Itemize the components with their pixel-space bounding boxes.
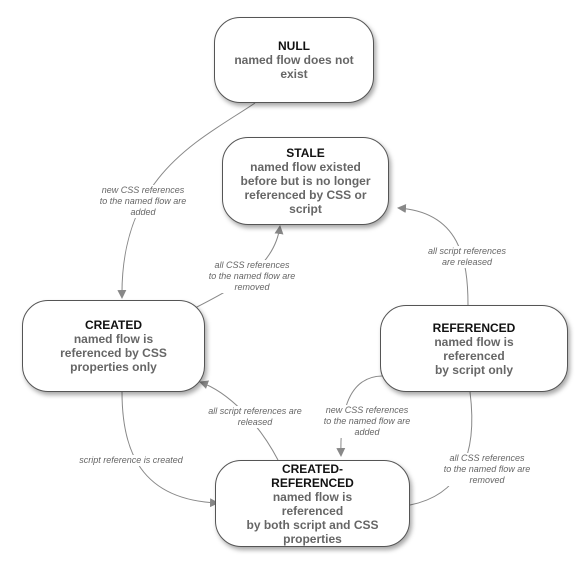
edge-created-to-created-referenced: [121, 391, 219, 508]
edge-label-referenced-to-created-referenced: new CSS references to the named flow are…: [312, 405, 422, 438]
edge-label-null-to-created: new CSS references to the named flow are…: [88, 185, 198, 218]
state-null: NULL named flow does not exist: [214, 17, 374, 103]
state-null-desc: named flow does not exist: [234, 53, 354, 81]
edge-label-created-to-created-referenced: script reference is created: [66, 455, 196, 466]
state-referenced-desc: named flow is referenced by script only: [434, 334, 514, 377]
edge-label-created-to-stale: all CSS references to the named flow are…: [197, 260, 307, 293]
edge-null-to-created: [117, 102, 256, 299]
state-created-referenced-title: CREATED- REFERENCED: [271, 461, 354, 490]
state-created-referenced-desc: named flow is referenced by both script …: [246, 489, 379, 546]
state-created-desc: named flow is referenced by CSS properti…: [60, 332, 167, 374]
state-stale: STALE named flow existed before but is n…: [222, 137, 389, 225]
state-created-title: CREATED: [84, 318, 143, 332]
edge-referenced-to-created-referenced: [336, 375, 384, 457]
edge-label-referenced-to-stale: all script references are released: [412, 246, 522, 268]
edge-referenced-to-stale: [397, 204, 469, 306]
state-created: CREATED named flow is referenced by CSS …: [22, 300, 205, 392]
edge-label-created-referenced-to-referenced: all CSS references to the named flow are…: [432, 453, 542, 486]
state-stale-desc: named flow existed before but is no long…: [240, 160, 371, 216]
edge-label-created-referenced-to-created: all script references are released: [195, 406, 315, 428]
state-null-title: NULL: [278, 39, 310, 53]
state-referenced: REFERENCED named flow is referenced by s…: [380, 305, 568, 392]
state-stale-title: STALE: [286, 146, 325, 160]
state-referenced-title: REFERENCED: [432, 320, 516, 335]
state-created-referenced: CREATED- REFERENCED named flow is refere…: [215, 460, 410, 547]
